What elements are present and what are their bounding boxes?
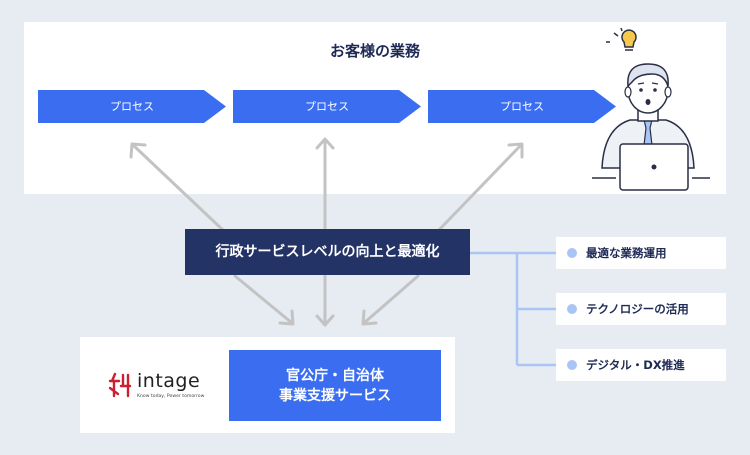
tag-digital-dx: デジタル・DX推進: [556, 349, 726, 381]
arrow-up-right: [435, 143, 523, 234]
intage-logo-tagline: Know today, Power tomorrow: [137, 394, 205, 399]
arrow-down-left: [233, 274, 294, 325]
intage-logo-mark-icon: [108, 372, 132, 398]
arrow-up-center-head: [315, 137, 335, 150]
arrow-up-left: [131, 143, 227, 234]
arrow-down-center-head: [315, 314, 335, 327]
arrow-down-right-head: [361, 309, 378, 326]
central-goal-box: 行政サービスレベルの向上と最適化: [185, 229, 470, 275]
lightbulb-icon: [606, 28, 637, 51]
tag-technology: テクノロジーの活用: [556, 293, 726, 325]
arrow-up-left-head: [129, 142, 147, 159]
tag-label: デジタル・DX推進: [586, 358, 685, 372]
service-box: 官公庁・自治体 事業支援サービス: [229, 350, 441, 421]
tag-optimal-operation: 最適な業務運用: [556, 237, 726, 269]
intage-logo-text: intage: [137, 370, 201, 392]
tag-label: テクノロジーの活用: [586, 302, 689, 316]
businessman-at-laptop-icon: [592, 28, 710, 191]
arrow-down-right: [362, 274, 420, 325]
process-arrow-2: プロセス: [233, 90, 421, 123]
customer-business-title: お客様の業務: [329, 42, 420, 60]
tag-label: 最適な業務運用: [586, 246, 667, 260]
tag-dot: [567, 248, 577, 258]
process-arrow-3: プロセス: [428, 90, 616, 123]
arrow-up-right-head: [507, 142, 524, 159]
service-line-1: 官公庁・自治体: [286, 367, 384, 384]
process-arrow-1: プロセス: [38, 90, 226, 123]
service-line-2: 事業支援サービス: [279, 387, 391, 404]
arrow-down-left-head: [278, 309, 295, 326]
tag-dot: [567, 360, 577, 370]
tag-dot: [567, 304, 577, 314]
